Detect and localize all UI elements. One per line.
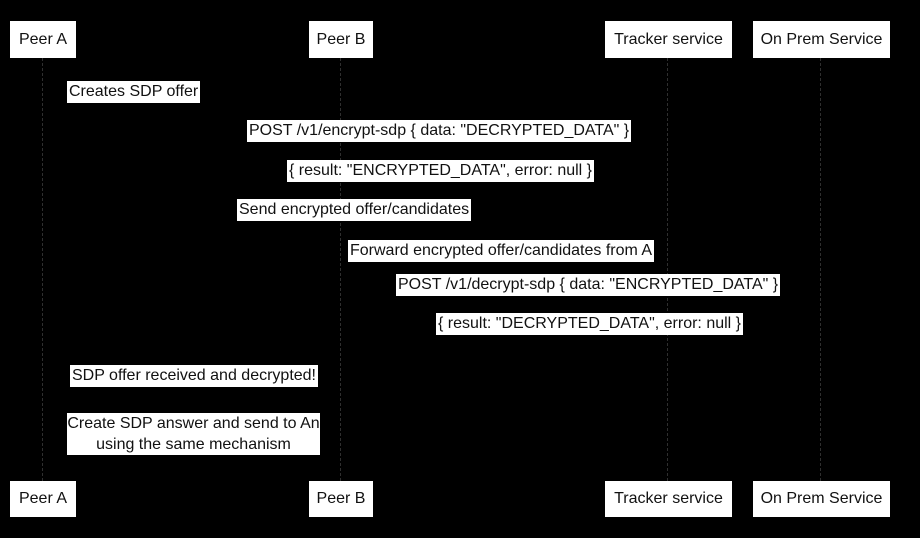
lifeline-peer-a — [42, 58, 43, 481]
message-send-encrypted-offer: Send encrypted offer/candidates — [237, 199, 472, 221]
participant-peer-b-top: Peer B — [309, 21, 373, 58]
message-post-decrypt-sdp: POST /v1/decrypt-sdp { data: "ENCRYPTED_… — [396, 274, 781, 296]
note-line-1: Create SDP answer and send to An — [67, 415, 320, 432]
message-decrypt-result: { result: "DECRYPTED_DATA", error: null … — [436, 313, 744, 335]
note-line-2: using the same mechanism — [96, 436, 291, 453]
lifeline-tracker-service — [667, 58, 668, 481]
participant-on-prem-service-top: On Prem Service — [753, 21, 890, 58]
note-create-sdp-answer: Create SDP answer and send to An using t… — [67, 413, 320, 455]
message-post-encrypt-sdp: POST /v1/encrypt-sdp { data: "DECRYPTED_… — [247, 120, 632, 142]
message-encrypt-result: { result: "ENCRYPTED_DATA", error: null … — [287, 160, 595, 182]
lifeline-peer-b — [340, 58, 341, 481]
participant-peer-a-top: Peer A — [10, 21, 76, 58]
participant-tracker-service-top: Tracker service — [605, 21, 732, 58]
lifeline-on-prem-service — [820, 58, 821, 481]
participant-on-prem-service-bottom: On Prem Service — [753, 481, 890, 517]
message-sdp-offer-received: SDP offer received and decrypted! — [70, 365, 318, 387]
participant-peer-b-bottom: Peer B — [309, 481, 373, 517]
message-forward-encrypted-offer: Forward encrypted offer/candidates from … — [348, 240, 655, 262]
message-creates-sdp-offer: Creates SDP offer — [67, 81, 201, 103]
participant-peer-a-bottom: Peer A — [10, 481, 76, 517]
participant-tracker-service-bottom: Tracker service — [605, 481, 732, 517]
